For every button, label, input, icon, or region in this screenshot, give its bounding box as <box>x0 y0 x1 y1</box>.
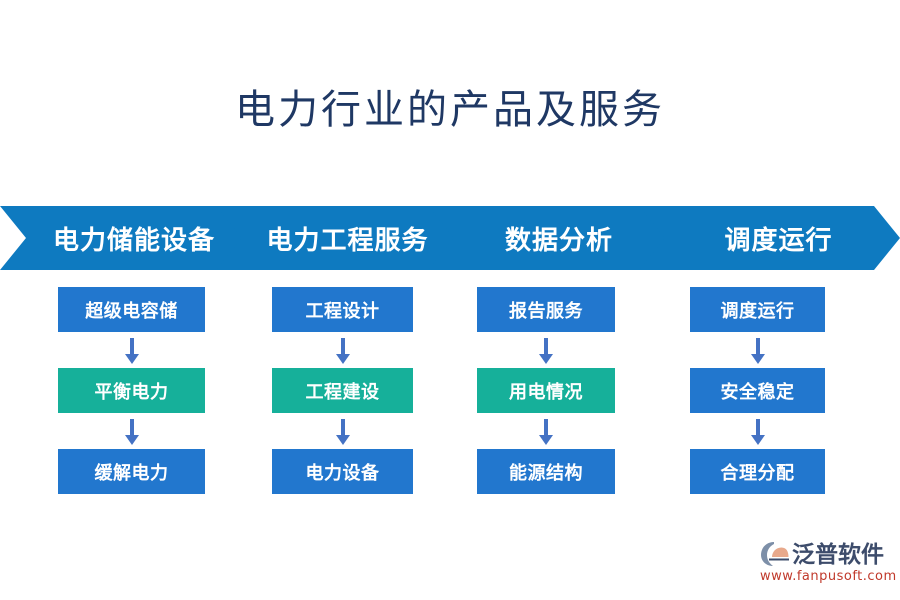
chevron-header-2[interactable]: 数据分析 <box>428 206 672 270</box>
node-label-2-2: 能源结构 <box>509 462 583 484</box>
chevron-header-1[interactable]: 电力工程服务 <box>216 206 461 270</box>
chevron-header-3-label: 调度运行 <box>724 225 833 256</box>
node-box-3-0[interactable]: 调度运行 <box>690 287 825 332</box>
logo-row: 泛普软件 <box>760 536 892 568</box>
arrow-down-icon-0-0 <box>58 332 205 368</box>
arrow-stem <box>544 338 548 356</box>
node-box-2-2[interactable]: 能源结构 <box>477 449 615 494</box>
arrow-stem <box>755 338 760 356</box>
node-label-3-0: 调度运行 <box>720 300 795 322</box>
node-label-1-1: 工程建设 <box>305 381 380 403</box>
arrow-down-icon-1-1 <box>272 413 413 449</box>
arrow-down-icon-2-1 <box>477 413 615 449</box>
arrow-down-icon-0-1 <box>58 413 205 449</box>
arrow-head <box>750 435 765 445</box>
node-box-2-1[interactable]: 用电情况 <box>477 368 615 413</box>
chevron-header-1-label: 电力工程服务 <box>266 225 429 256</box>
node-label-1-0: 工程设计 <box>305 300 380 322</box>
column-1: 工程设计 工程建设 电力设备 <box>272 287 413 494</box>
chevron-header-0-label: 电力储能设备 <box>52 225 215 256</box>
node-box-3-1[interactable]: 安全稳定 <box>690 368 825 413</box>
arrow-head <box>335 435 350 445</box>
arrow-stem <box>129 419 134 437</box>
arrow-head <box>124 435 139 445</box>
chevron-header-2-label: 数据分析 <box>504 225 613 256</box>
node-label-2-1: 用电情况 <box>509 381 583 403</box>
node-box-0-0[interactable]: 超级电容储 <box>58 287 205 332</box>
watermark-logo: 泛普软件 www.fanpusoft.com <box>760 536 897 588</box>
arrow-stem <box>544 419 548 437</box>
logo-brand-name: 泛普软件 <box>792 542 884 568</box>
arrow-head <box>539 435 553 445</box>
node-label-0-1: 平衡电力 <box>94 381 169 403</box>
arrow-head <box>750 354 765 364</box>
arrow-stem <box>340 338 345 356</box>
column-3: 调度运行 安全稳定 合理分配 <box>690 287 825 494</box>
node-label-0-0: 超级电容储 <box>85 300 178 322</box>
node-label-3-1: 安全稳定 <box>720 381 795 403</box>
arrow-down-icon-2-0 <box>477 332 615 368</box>
column-0: 超级电容储 平衡电力 缓解电力 <box>58 287 205 494</box>
logo-url: www.fanpusoft.com <box>760 569 897 584</box>
node-label-0-2: 缓解电力 <box>94 462 169 484</box>
page-title: 电力行业的产品及服务 <box>235 87 665 133</box>
arrow-stem <box>755 419 760 437</box>
chevron-header-row: 电力储能设备 电力工程服务 数据分析 调度运行 <box>0 206 900 270</box>
arrow-down-icon-3-0 <box>690 332 825 368</box>
node-box-1-2[interactable]: 电力设备 <box>272 449 413 494</box>
arrow-stem <box>129 338 134 356</box>
node-box-0-1[interactable]: 平衡电力 <box>58 368 205 413</box>
arrow-down-icon-3-1 <box>690 413 825 449</box>
column-2: 报告服务 用电情况 能源结构 <box>477 287 615 494</box>
arrow-head <box>335 354 350 364</box>
node-label-1-2: 电力设备 <box>305 462 380 484</box>
node-label-2-0: 报告服务 <box>509 300 583 322</box>
node-box-2-0[interactable]: 报告服务 <box>477 287 615 332</box>
node-label-3-2: 合理分配 <box>720 462 795 484</box>
node-box-1-1[interactable]: 工程建设 <box>272 368 413 413</box>
node-box-3-2[interactable]: 合理分配 <box>690 449 825 494</box>
arrow-down-icon-1-0 <box>272 332 413 368</box>
node-box-1-0[interactable]: 工程设计 <box>272 287 413 332</box>
arrow-stem <box>340 419 345 437</box>
fanpu-logo-icon <box>760 540 790 568</box>
node-box-0-2[interactable]: 缓解电力 <box>58 449 205 494</box>
arrow-head <box>124 354 139 364</box>
arrow-head <box>539 354 553 364</box>
chevron-header-0[interactable]: 电力储能设备 <box>0 206 250 270</box>
chevron-header-3[interactable]: 调度运行 <box>639 206 900 270</box>
